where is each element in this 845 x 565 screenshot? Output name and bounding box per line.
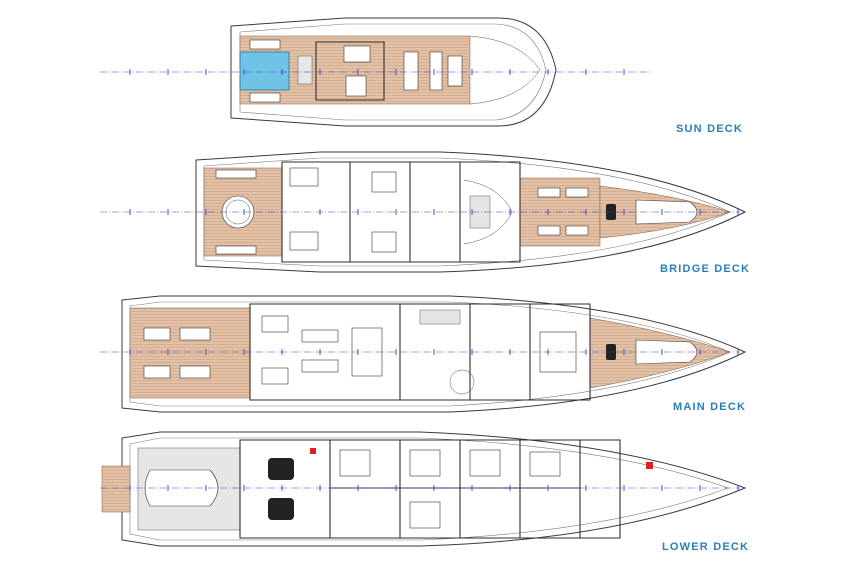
bridge-deck-plan (195, 151, 747, 273)
bridge-deck-label: BRIDGE DECK (660, 263, 751, 275)
lower-deck-label: LOWER DECK (662, 541, 750, 553)
main-deck-plan (121, 295, 747, 413)
main-deck-label: MAIN DECK (673, 401, 747, 413)
fire-equipment-marker (646, 462, 653, 469)
sun-deck-label: SUN DECK (676, 123, 744, 135)
lower-deck-plan (101, 431, 747, 547)
deck-centerlines (100, 69, 740, 491)
sun-deck-jacuzzi (239, 51, 290, 91)
